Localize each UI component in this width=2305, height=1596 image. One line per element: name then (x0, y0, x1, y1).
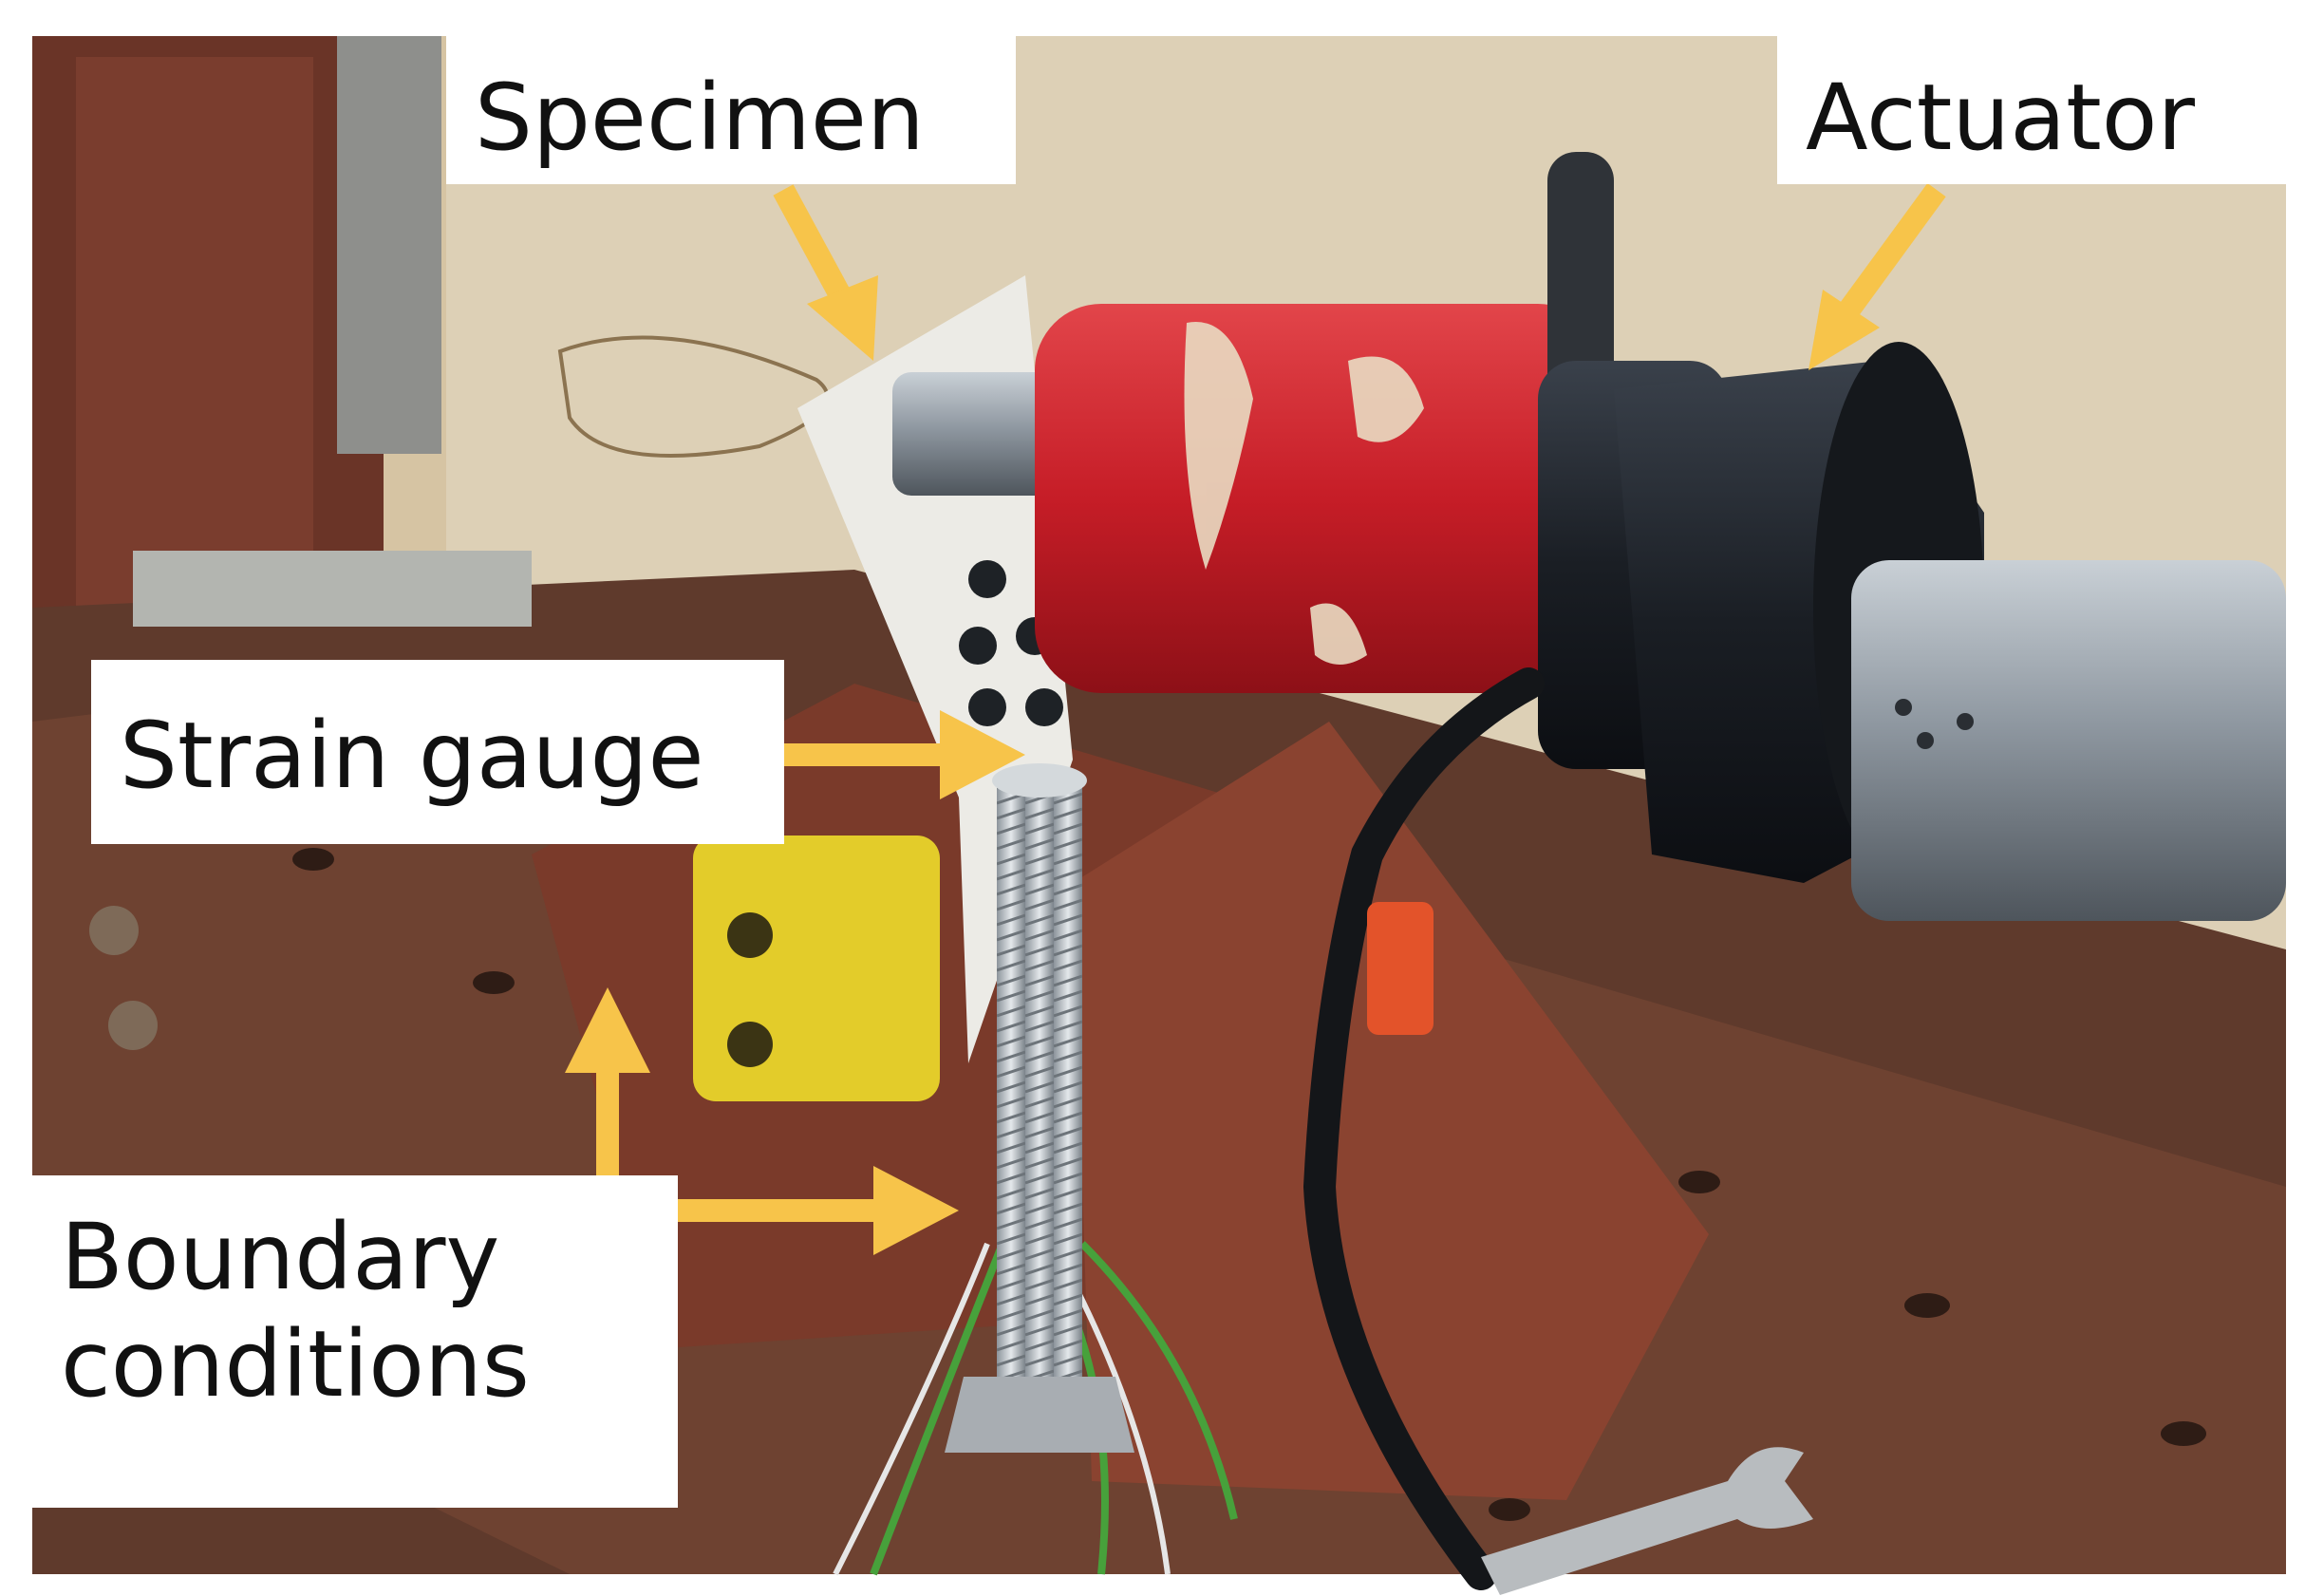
orange-connector-tag (1367, 902, 1434, 1035)
boundary-label-line1: Boundary (61, 1204, 500, 1310)
arrow-to-actuator (1808, 182, 1946, 370)
bench-holes (292, 848, 2206, 1521)
worn-paint-patches (1184, 322, 1424, 665)
front-support-bracket (1073, 722, 1709, 1500)
specimen-label: Specimen (446, 36, 1016, 184)
red-cylinder (1035, 304, 1604, 693)
boundary-label-line2: conditions (61, 1311, 530, 1418)
bolt-nut (945, 1377, 1134, 1453)
boundary-conditions-label: Boundary conditions (32, 1175, 678, 1508)
strain-gauge-label: Strain gauge (91, 660, 784, 844)
bolt-top (992, 763, 1087, 798)
yellow-clamp-plate (693, 836, 940, 1101)
piston-rod-holes (1895, 699, 1974, 749)
arrow-to-strain-gauge (784, 710, 1025, 799)
spanner-wrench (1481, 1447, 1813, 1595)
threaded-bolt (997, 779, 1082, 1386)
actuator-piston-rod (1851, 560, 2286, 921)
black-sensor-cable (1302, 667, 1545, 1590)
white-strain-wires (833, 1242, 1171, 1576)
arrow-to-specimen (773, 184, 878, 361)
bench-bolts (89, 906, 158, 1050)
grey-post (337, 36, 441, 454)
actuator-label: Actuator (1777, 36, 2286, 184)
arrow-right-to-bolt (678, 1166, 959, 1255)
arrow-up-to-clamp (565, 987, 650, 1175)
yellow-plate-holes (727, 912, 773, 1067)
left-clamp-bars (133, 551, 532, 627)
specimen-shaft (892, 372, 1063, 496)
